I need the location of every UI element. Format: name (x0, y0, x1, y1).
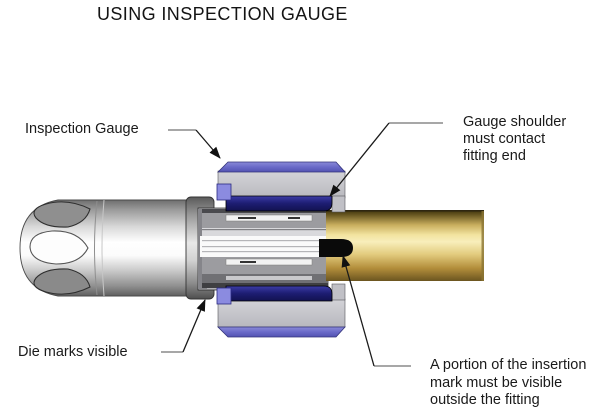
leader-die-marks-arrow (182, 299, 206, 353)
inspection-gauge-top (216, 161, 346, 213)
gauge-blue-square-bottom (216, 287, 232, 305)
inspection-gauge-bottom (216, 283, 346, 338)
die-mark-middle (29, 230, 89, 265)
gauge-bore-recess-bottom (225, 285, 333, 302)
fitting-ferrule (197, 207, 329, 291)
callout-gauge-shoulder: Gauge shoulder must contact fitting end (463, 114, 567, 164)
insertion-mark (319, 239, 353, 257)
die-mark-top (33, 201, 91, 228)
gauge-bore-recess-top (225, 195, 333, 212)
callout-inspection-gauge: Inspection Gauge (25, 121, 139, 137)
gauge-blue-square-top (216, 183, 232, 201)
callout-insertion-mark: A portion of the insertion mark must be … (430, 357, 587, 408)
leader-inspection-gauge-arrow (195, 129, 221, 159)
die-mark-bottom (33, 268, 91, 295)
leader-insertion-mark-arrow (341, 255, 375, 367)
page-title: USING INSPECTION GAUGE (97, 4, 348, 24)
gauge-blue-band-top (217, 161, 346, 173)
callout-die-marks: Die marks visible (18, 344, 128, 360)
hose-tube (326, 210, 484, 281)
gauge-blue-band-bottom (217, 326, 346, 338)
leader-gauge-shoulder-arrow (329, 122, 390, 197)
fitting-body (19, 196, 215, 300)
callout-leaders (161, 122, 443, 367)
